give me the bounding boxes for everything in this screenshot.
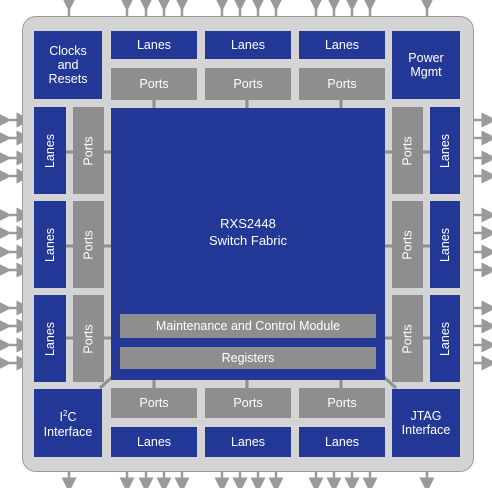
power-mgmt-block: Power Mgmt [392,31,460,99]
fabric-title-line1: RXS2448 [220,216,276,231]
right-lanes-3: Lanes [430,295,460,382]
switch-fabric-title: RXS2448 Switch Fabric [111,212,385,252]
registers-block: Registers [120,347,376,369]
right-ports-2: Ports [392,201,423,288]
left-lanes-1: Lanes [34,107,66,194]
jtag-label: JTAG Interface [401,409,451,437]
jtag-interface-block: JTAG Interface [392,389,460,457]
bottom-lanes-2: Lanes [205,427,291,457]
bottom-ports-2: Ports [205,388,291,418]
bottom-lanes-3: Lanes [299,427,385,457]
left-lanes-3: Lanes [34,295,66,382]
i2c-interface-block: I2C Interface [34,389,102,457]
left-ports-3: Ports [73,295,104,382]
clocks-label: Clocks and Resets [48,44,88,86]
clocks-and-resets-block: Clocks and Resets [34,31,102,99]
right-ports-3: Ports [392,295,423,382]
top-lanes-2: Lanes [205,31,291,59]
left-ports-1: Ports [73,107,104,194]
top-ports-2: Ports [205,68,291,100]
left-ports-2: Ports [73,201,104,288]
fabric-title-line2: Switch Fabric [208,233,288,248]
left-lanes-2: Lanes [34,201,66,288]
right-lanes-1: Lanes [430,107,460,194]
bottom-lanes-1: Lanes [111,427,197,457]
top-ports-3: Ports [299,68,385,100]
top-ports-1: Ports [111,68,197,100]
bottom-ports-3: Ports [299,388,385,418]
power-label: Power Mgmt [408,51,444,79]
top-lanes-1: Lanes [111,31,197,59]
top-lanes-3: Lanes [299,31,385,59]
right-lanes-2: Lanes [430,201,460,288]
i2c-label: I2C Interface [43,409,93,439]
right-ports-1: Ports [392,107,423,194]
maintenance-control-module: Maintenance and Control Module [120,314,376,338]
bottom-ports-1: Ports [111,388,197,418]
